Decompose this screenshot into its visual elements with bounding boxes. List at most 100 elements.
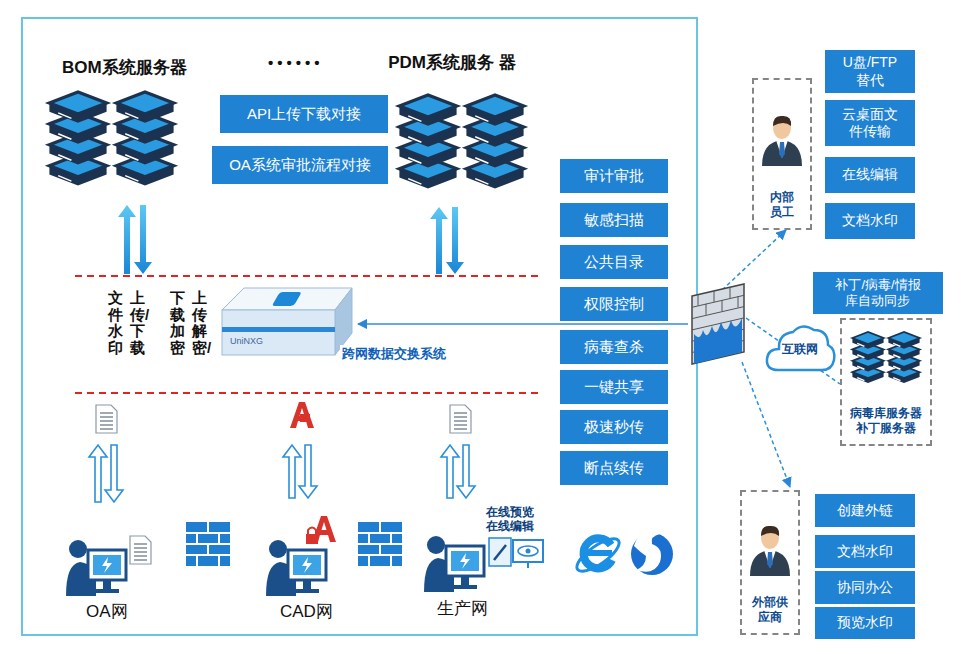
down-arrow [299, 445, 317, 498]
server-stripe [125, 155, 138, 161]
server-stripe [893, 378, 900, 381]
brick-joint [714, 291, 715, 302]
mortar [218, 533, 220, 544]
monitor-stand [461, 576, 469, 585]
function-button: 极速秒传 [560, 410, 668, 444]
function-button: 一键共享 [560, 370, 668, 404]
server-stripe [408, 179, 421, 185]
text-line [454, 412, 467, 413]
internet-cloud: 互联网 [764, 318, 836, 380]
text-line [134, 555, 147, 556]
mortar [390, 555, 392, 566]
text-line [100, 420, 113, 421]
ie-browser-icon [572, 533, 623, 576]
server-stripe [475, 137, 488, 143]
zone-divider [75, 275, 540, 277]
hair [773, 116, 791, 126]
server-stripe [857, 355, 864, 358]
label-text: OA网 [86, 600, 128, 623]
server-icon [49, 92, 106, 186]
vertical-label: 上传/下载 [130, 290, 145, 356]
server-stripe [58, 134, 71, 140]
dashed-link [722, 230, 786, 290]
vertical-label: 文件水印 [108, 290, 123, 356]
mortar [379, 544, 381, 555]
device-logo [272, 292, 302, 306]
mortar [196, 533, 198, 544]
tie [779, 142, 785, 158]
node-text: 权限控制 [584, 295, 644, 314]
server-icon [852, 332, 883, 383]
node-text: 一键共享 [584, 378, 644, 397]
node-text: 在线编辑 [842, 166, 898, 184]
server-icon [116, 92, 173, 186]
node-text: U盘/FTP 替代 [835, 54, 905, 89]
server-top [399, 95, 456, 117]
wall [186, 522, 230, 566]
server-stripe [408, 158, 421, 164]
firewall-icon [692, 284, 744, 364]
wall [358, 522, 402, 566]
node-text: API上传下载对接 [247, 105, 361, 124]
node-text: 极速秒传 [584, 418, 644, 437]
text-line [100, 424, 113, 425]
paper [450, 405, 471, 433]
monitor [446, 546, 484, 576]
monitor-base [295, 589, 319, 593]
function-button: 创建外链 [815, 494, 915, 527]
up-arrow [118, 205, 136, 274]
firewall-bricks [186, 522, 230, 566]
device-brand: UniNXG [230, 336, 263, 346]
node-text: 创建外链 [837, 502, 893, 520]
server-stripe [475, 158, 488, 164]
up-arrow [89, 445, 107, 502]
shirt [776, 140, 788, 158]
label-text: BOM系统服务器 [62, 56, 187, 79]
server-stripe [475, 179, 488, 185]
ff-fox [634, 532, 661, 572]
node-text: OA系统审批流程对接 [229, 156, 371, 175]
workstation-icon [66, 540, 126, 596]
text-line [134, 559, 147, 560]
server-stripe [58, 113, 71, 119]
brick-joint [730, 287, 731, 298]
dashed-link [746, 318, 840, 384]
monitor [88, 550, 126, 580]
pen [494, 545, 506, 560]
node-text: 审计审批 [584, 167, 644, 186]
device-caption: 跨网数据交换系统 [340, 345, 448, 363]
pupil [526, 549, 531, 554]
function-button: 敏感扫描 [560, 203, 668, 237]
shirt [764, 550, 776, 568]
cad-letter [290, 402, 314, 428]
function-button: 预览水印 [815, 607, 915, 639]
server-stripe [125, 134, 138, 140]
cad-icon [290, 402, 314, 428]
brick-line [692, 295, 744, 307]
function-button: 文档水印 [825, 203, 915, 239]
mortar [218, 555, 220, 566]
function-button: 公共目录 [560, 245, 668, 279]
server-top [888, 332, 919, 344]
monitor-base [95, 589, 119, 593]
function-button: 补丁/病毒/情报 库自动同步 [813, 272, 943, 314]
down-arrow [134, 205, 152, 274]
tie [767, 552, 773, 568]
node-text: 外部供 应商 [750, 595, 791, 625]
edit-doc [489, 538, 511, 566]
monitor [288, 550, 326, 580]
node-text: 公共目录 [584, 253, 644, 272]
device-top [222, 288, 352, 310]
label-text: PDM系统服务 器 [384, 53, 520, 73]
brick-line [692, 307, 744, 319]
double-arrow [430, 207, 464, 274]
mortar [368, 533, 370, 544]
text-line [454, 428, 467, 429]
server-top [116, 92, 173, 114]
node-text: 协同办公 [837, 579, 893, 597]
firefox-icon [631, 532, 673, 575]
outer-frame [22, 18, 697, 635]
text-line [454, 416, 467, 417]
device-band [222, 327, 335, 332]
